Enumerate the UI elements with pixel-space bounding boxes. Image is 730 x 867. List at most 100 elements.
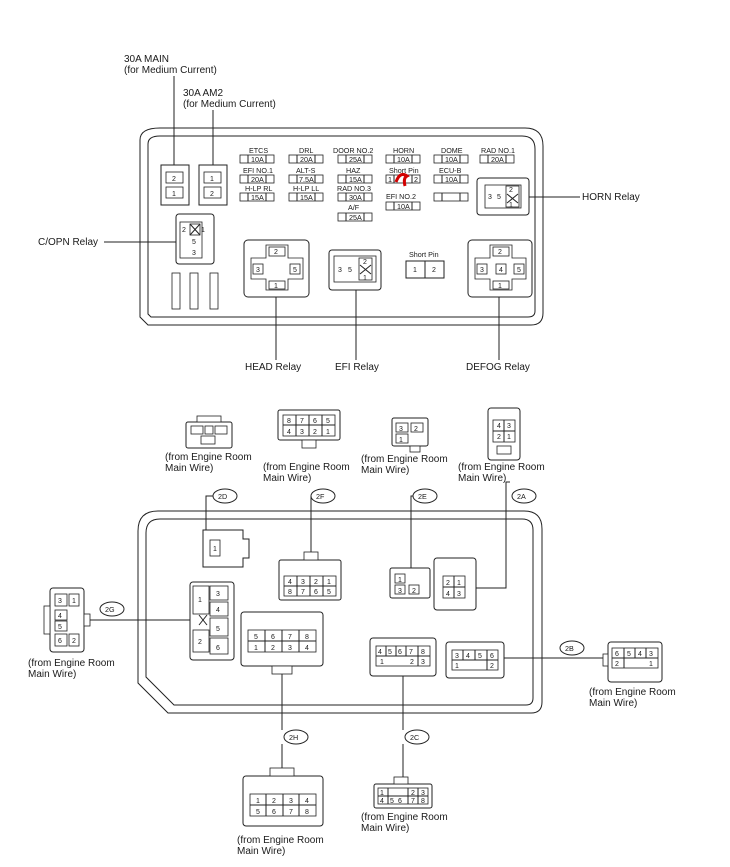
svg-text:10A: 10A <box>397 155 410 164</box>
fuse-efi-no1: EFI NO.1 20A <box>239 166 275 184</box>
connector-2f-source-line2: Main Wire) <box>263 473 311 484</box>
svg-text:7: 7 <box>288 634 292 641</box>
connector-2d-source-line2: Main Wire) <box>165 463 213 474</box>
connector-2a-source-line2: Main Wire) <box>458 473 506 484</box>
copn-relay-label: C/OPN Relay <box>38 237 98 248</box>
svg-text:6: 6 <box>398 798 402 805</box>
svg-text:8: 8 <box>305 634 309 641</box>
svg-text:2: 2 <box>182 227 186 234</box>
svg-text:2: 2 <box>498 249 502 256</box>
svg-text:3: 3 <box>399 426 403 433</box>
svg-text:8: 8 <box>421 798 425 805</box>
svg-text:5: 5 <box>216 626 220 633</box>
svg-text:A/F: A/F <box>348 203 360 212</box>
svg-text:4: 4 <box>497 423 501 430</box>
svg-text:5: 5 <box>388 649 392 656</box>
fuse-efi-no2: EFI NO.2 10A <box>385 192 421 211</box>
svg-text:4: 4 <box>499 267 503 274</box>
svg-text:3: 3 <box>58 598 62 605</box>
svg-text:2B: 2B <box>565 644 574 653</box>
fuse-alt-s: ALT-S 7.5A <box>288 166 324 184</box>
svg-text:1: 1 <box>72 598 76 605</box>
connector-2f-tag: 2F <box>310 488 336 504</box>
svg-text:H-LP RL: H-LP RL <box>245 184 272 193</box>
fusible-link-main: 2 1 <box>160 164 190 206</box>
svg-text:8: 8 <box>288 589 292 596</box>
svg-text:1: 1 <box>326 429 330 436</box>
svg-text:6: 6 <box>58 638 62 645</box>
svg-text:HORN: HORN <box>393 146 414 155</box>
svg-text:8: 8 <box>287 418 291 425</box>
svg-text:4: 4 <box>380 798 384 805</box>
fuse-horn: HORN 10A <box>385 146 421 164</box>
svg-text:DOME: DOME <box>441 146 463 155</box>
connector-2b-tag: 2B <box>559 640 585 656</box>
svg-text:3: 3 <box>507 423 511 430</box>
svg-text:RAD NO.3: RAD NO.3 <box>337 184 371 193</box>
svg-text:2: 2 <box>490 663 494 670</box>
connector-2d-plug <box>185 415 233 449</box>
svg-text:4: 4 <box>638 651 642 658</box>
horn-relay: 3 5 2 1 <box>476 177 530 216</box>
svg-text:1: 1 <box>274 283 278 290</box>
svg-text:7: 7 <box>411 798 415 805</box>
svg-text:5: 5 <box>192 239 196 246</box>
connector-2b-source-line2: Main Wire) <box>589 698 637 709</box>
fuse-etcs: ETCS 10A <box>239 146 275 164</box>
svg-text:3: 3 <box>480 267 484 274</box>
connector-2f-source-line1: (from Engine Room <box>263 462 350 473</box>
copn-relay: 2 1 5 3 <box>175 213 215 265</box>
svg-text:5: 5 <box>58 624 62 631</box>
svg-text:3: 3 <box>338 267 342 274</box>
svg-text:5: 5 <box>326 418 330 425</box>
fuse-drl: DRL 20A <box>288 146 324 164</box>
svg-text:5: 5 <box>293 267 297 274</box>
connector-2g-tag: 2G <box>99 601 125 617</box>
svg-text:1: 1 <box>457 580 461 587</box>
svg-text:4: 4 <box>446 591 450 598</box>
connector-2e-source-line1: (from Engine Room <box>361 454 448 465</box>
svg-text:3: 3 <box>421 790 425 797</box>
svg-text:2: 2 <box>432 267 436 274</box>
svg-text:1: 1 <box>380 659 384 666</box>
svg-text:4: 4 <box>466 653 470 660</box>
svg-text:3: 3 <box>455 653 459 660</box>
svg-text:1: 1 <box>363 275 367 282</box>
svg-text:2: 2 <box>313 429 317 436</box>
fuse-haz: HAZ 15A <box>337 166 373 184</box>
svg-text:1: 1 <box>498 283 502 290</box>
fuse-h-lp-rl: H-LP RL 15A <box>239 184 275 202</box>
svg-text:2: 2 <box>210 191 214 198</box>
svg-text:3: 3 <box>649 651 653 658</box>
svg-text:2: 2 <box>412 588 416 595</box>
fuse-rad-no3: RAD NO.3 30A <box>337 184 373 202</box>
svg-text:1: 1 <box>201 227 205 234</box>
svg-text:2F: 2F <box>316 492 325 501</box>
svg-text:2: 2 <box>198 639 202 646</box>
svg-text:5: 5 <box>327 589 331 596</box>
svg-text:4: 4 <box>288 579 292 586</box>
svg-text:30A: 30A <box>349 193 362 202</box>
svg-text:4: 4 <box>58 613 62 620</box>
svg-text:HAZ: HAZ <box>346 166 361 175</box>
connector-2g-source-line1: (from Engine Room <box>28 658 115 669</box>
svg-text:20A: 20A <box>491 155 504 164</box>
fuse-rad-no1: RAD NO.1 20A <box>479 146 515 164</box>
svg-text:4: 4 <box>216 607 220 614</box>
connector-2c-source-line1: (from Engine Room <box>361 812 448 823</box>
svg-text:3: 3 <box>216 591 220 598</box>
svg-text:2C: 2C <box>410 733 419 742</box>
connector-2e-source-line2: Main Wire) <box>361 465 409 476</box>
svg-text:1: 1 <box>172 191 176 198</box>
svg-text:EFI NO.2: EFI NO.2 <box>386 192 416 201</box>
defog-relay: 2 3 4 5 1 <box>467 239 533 298</box>
svg-text:6: 6 <box>272 809 276 816</box>
horn-relay-label: HORN Relay <box>582 192 640 203</box>
